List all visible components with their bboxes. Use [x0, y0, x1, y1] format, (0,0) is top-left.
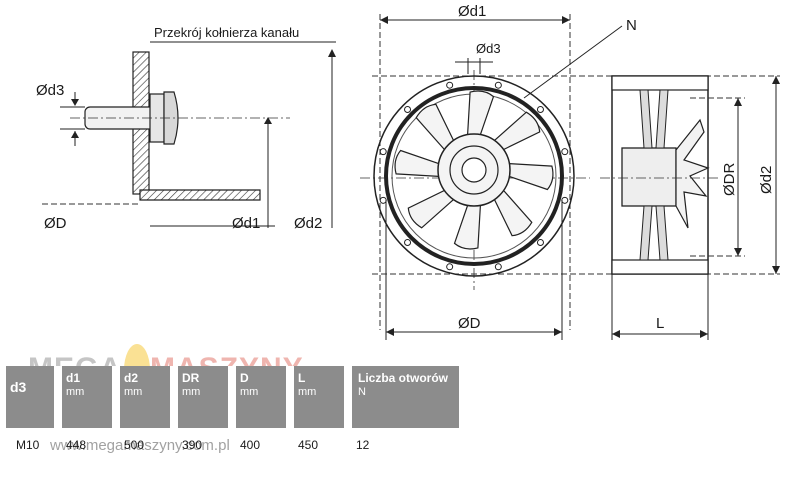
D-label-bottom: ØD: [458, 315, 481, 332]
bolt-hole: [536, 106, 544, 114]
bolt-hole: [379, 148, 387, 156]
bolt-hole: [404, 238, 412, 246]
impeller-blades: [394, 90, 554, 250]
bolt-hole: [536, 238, 544, 246]
bolt-hole: [446, 81, 454, 89]
fan-side-view: L ØDR Ød2: [600, 75, 780, 340]
d3-label-top: Ød3: [476, 41, 501, 56]
cell-D: 400: [240, 438, 261, 452]
bolt-hole: [494, 81, 502, 89]
bolt-hole: [379, 196, 387, 204]
duct-wall: [139, 189, 261, 201]
impeller-blade: [394, 149, 440, 178]
bolt-hole: [561, 148, 569, 156]
outer-flange: [373, 75, 575, 277]
d1-label-left: Ød1: [232, 215, 260, 232]
d2-label-right: Ød2: [758, 166, 775, 194]
cell-d3: M10: [16, 438, 40, 452]
d3-label-left: Ød3: [36, 82, 64, 99]
table-row: M10 448 500 390 400 450 12: [6, 428, 459, 452]
bolt-hole: [561, 196, 569, 204]
L-label: L: [656, 315, 664, 332]
section-title: Przekrój kołnierza kanału: [154, 25, 299, 40]
bolt-hole: [494, 263, 502, 271]
impeller-blade: [407, 189, 455, 229]
impeller-blade: [466, 90, 495, 136]
nut: [163, 91, 179, 145]
cell-DR: 390: [182, 438, 203, 452]
flange-section: Przekrój kołnierza kanału Ød3 ØD Ød1 Ød2: [36, 25, 336, 232]
bolt-hole: [404, 106, 412, 114]
D-label-left: ØD: [44, 215, 67, 232]
header-d3: d3: [6, 366, 54, 428]
bolt-hole: [446, 263, 454, 271]
technical-drawing: Przekrój kołnierza kanału Ød3 ØD Ød1 Ød2: [36, 3, 780, 340]
DR-label: ØDR: [721, 163, 738, 197]
cell-L: 450: [298, 438, 319, 452]
fan-front-view: Ød1 Ød3 N ØD: [360, 3, 780, 340]
bolt-holes: [379, 81, 569, 271]
d1-label-top: Ød1: [458, 3, 486, 20]
N-label: N: [626, 17, 637, 34]
cell-d1: 448: [66, 438, 87, 452]
casing-ring: [384, 86, 564, 266]
d2-label-left: Ød2: [294, 215, 322, 232]
impeller-blade: [493, 111, 541, 151]
cell-d2: 500: [124, 438, 145, 452]
impeller-blade: [453, 204, 482, 250]
impeller-blade: [493, 189, 533, 237]
cell-N: 12: [356, 438, 370, 452]
motor-body: [621, 147, 677, 207]
impeller-blade: [508, 162, 554, 191]
impeller-blade: [415, 103, 455, 151]
